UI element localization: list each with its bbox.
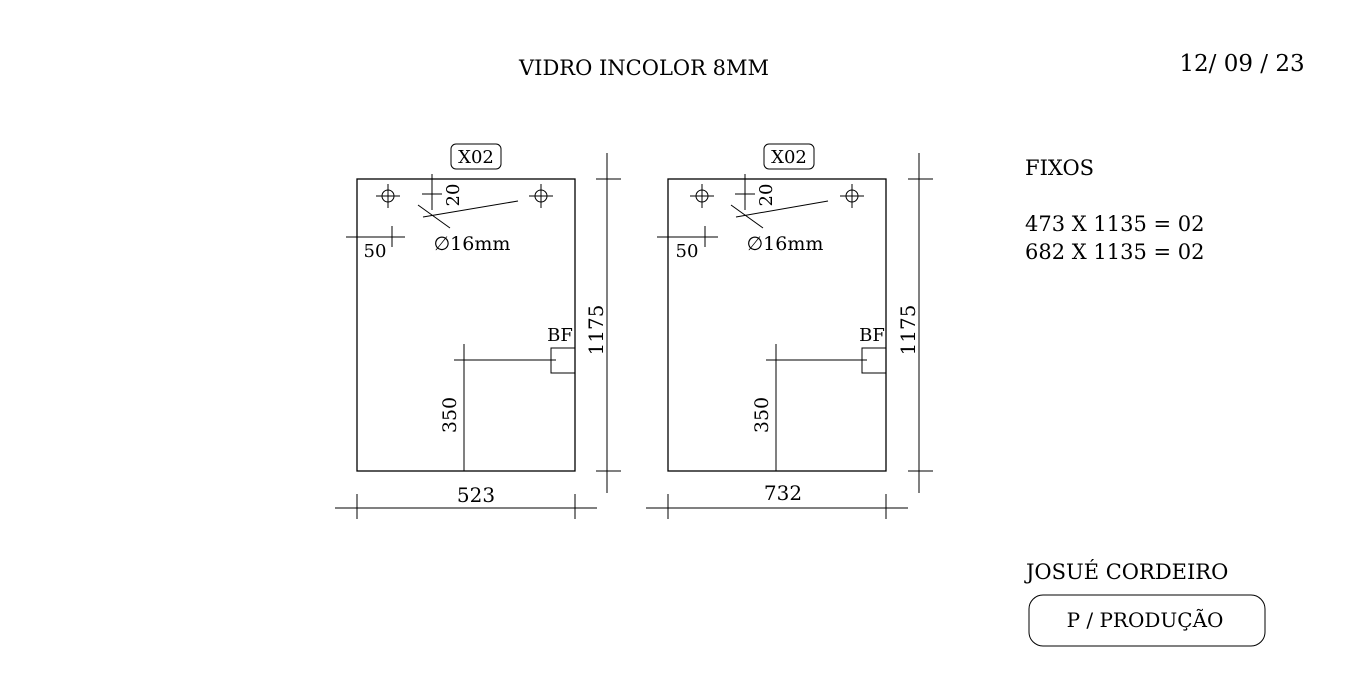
cutout-height: 350 [439,397,461,433]
hole-offset-y: 20 [756,184,777,207]
production-stamp: P / PRODUÇÃO [1067,608,1224,632]
qty-tag-box [763,143,815,170]
hole-left [690,184,714,208]
qty-tag-box [450,143,502,170]
hole-offset-y: 20 [443,184,464,207]
hole-right [529,184,553,208]
panel-outline [356,178,576,472]
hole-leader-2 [422,200,519,218]
fixos-heading: FIXOS [1025,156,1094,180]
hole-offset-x: 50 [364,241,387,262]
fixos-line-2: 682 X 1135 = 02 [1025,240,1205,264]
glass-panel-1: X02 50 20 ∅16mm BF 350 523 [335,143,621,519]
author-name: JOSUÉ CORDEIRO [1024,560,1228,584]
hole-offset-x: 50 [676,241,699,262]
hole-leader-1 [730,204,764,229]
hole-diameter: ∅16mm [434,233,511,255]
panel-height: 1175 [896,305,920,356]
hole-diameter: ∅16mm [747,233,824,255]
fixos-line-1: 473 X 1135 = 02 [1025,212,1205,236]
hole-right [840,184,864,208]
glass-panel-2: X02 50 20 ∅16mm BF 350 732 1 [646,143,933,519]
panel-width: 523 [457,483,495,507]
panel-width: 732 [764,481,802,505]
drawing-date: 12/ 09 / 23 [1179,51,1304,77]
hole-leader-1 [417,204,451,229]
panel-outline [667,178,887,472]
panel-height: 1175 [584,305,608,356]
production-stamp-box [1028,594,1266,647]
drawing-title: VIDRO INCOLOR 8MM [518,56,769,80]
qty-tag: X02 [771,147,807,168]
hole-leader-2 [735,200,829,218]
bf-label: BF [547,325,573,346]
bf-label: BF [859,325,885,346]
hole-left [376,184,400,208]
cutout-height: 350 [751,397,773,433]
qty-tag: X02 [458,147,494,168]
